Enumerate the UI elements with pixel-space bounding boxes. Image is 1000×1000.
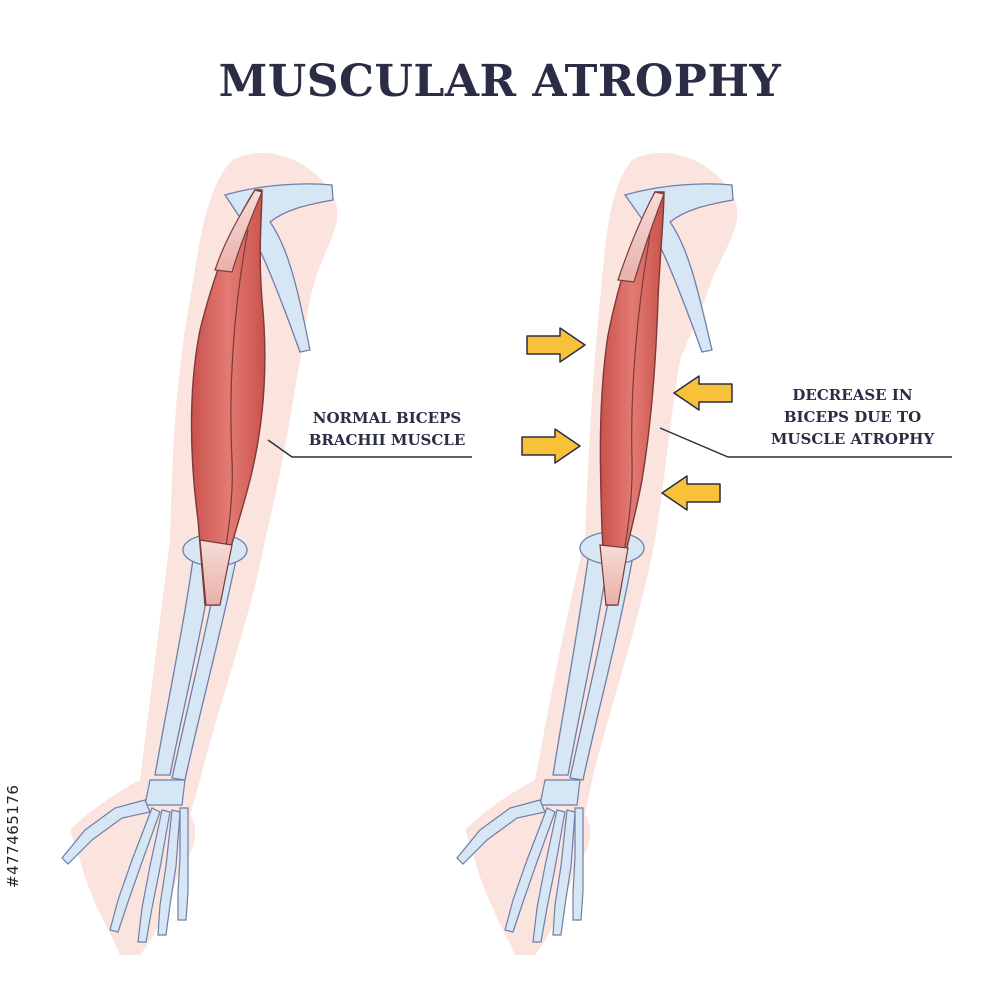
atrophy-leader-line	[659, 427, 952, 458]
normal-biceps-label: NORMAL BICEPS BRACHII MUSCLE	[292, 407, 482, 451]
normal-label-line-2: BRACHII MUSCLE	[308, 431, 466, 449]
atrophy-arm	[456, 152, 952, 955]
arrow-right-upper-icon	[526, 327, 586, 363]
page-title: MUSCULAR ATROPHY	[218, 56, 782, 107]
normal-radius-bone	[154, 544, 216, 776]
normal-hand-bones	[61, 779, 189, 943]
stock-id: #477465176	[4, 784, 22, 888]
normal-biceps-lower-tendon	[199, 539, 233, 606]
atrophy-label-line-3: MUSCLE ATROPHY	[770, 430, 935, 448]
arrow-right-lower-icon	[521, 428, 581, 464]
normal-leader-line	[267, 439, 472, 458]
atrophy-label-line-1: DECREASE IN	[792, 386, 913, 404]
atrophy-biceps-lower-tendon	[599, 544, 629, 606]
normal-arm	[61, 152, 472, 955]
atrophy-arrows	[521, 327, 733, 511]
atrophy-ulna-bone	[569, 547, 635, 781]
normal-label-line-1: NORMAL BICEPS	[312, 409, 462, 427]
atrophy-biceps-label: DECREASE IN BICEPS DUE TO MUSCLE ATROPHY	[740, 384, 965, 450]
normal-biceps-tendon	[214, 189, 263, 273]
atrophy-radius-bone	[552, 544, 611, 776]
atrophy-biceps-tendon	[617, 191, 665, 283]
arrow-left-lower-icon	[661, 475, 721, 511]
arrow-left-upper-icon	[673, 375, 733, 411]
atrophy-label-line-2: BICEPS DUE TO	[783, 408, 922, 426]
atrophy-hand-bones	[456, 779, 584, 943]
